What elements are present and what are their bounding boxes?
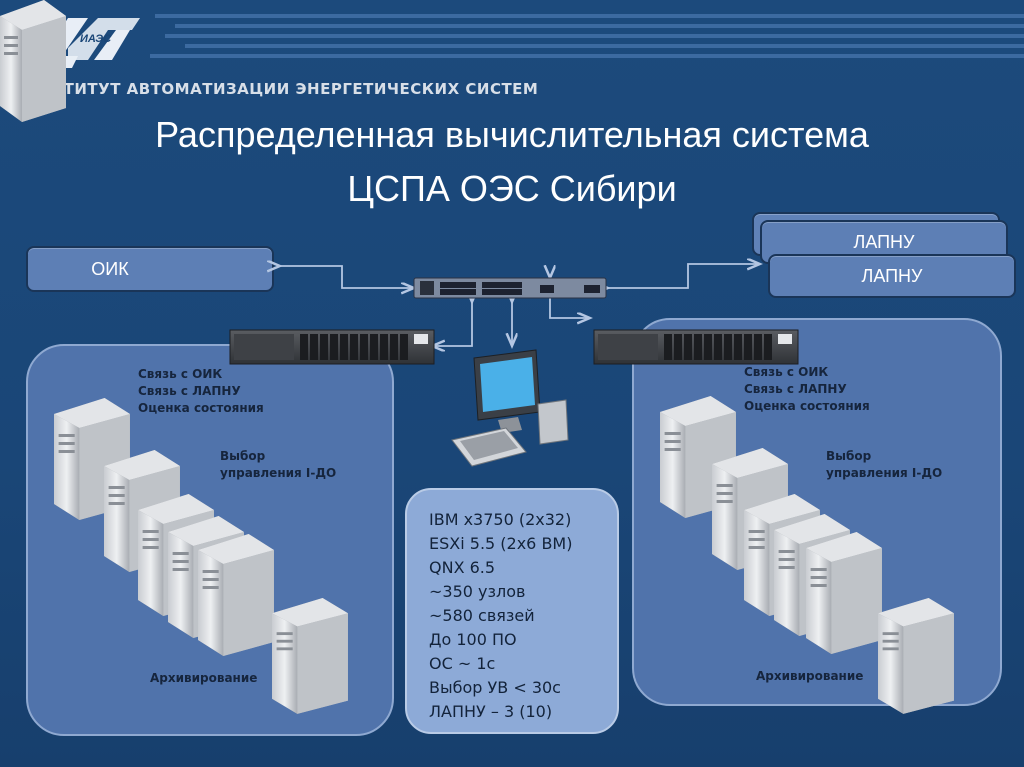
left-functions-label: Связь с ОИК Связь с ЛАПНУ Оценка состоян… <box>138 367 264 415</box>
switch-lapnu-arrow <box>606 264 758 288</box>
spec-line: ESXi 5.5 (2x6 ВМ) <box>429 534 573 553</box>
left-tower-server-icon <box>198 534 274 656</box>
spec-line: ОС ~ 1с <box>429 654 496 673</box>
left-control-label: Выбор управления I-ДО <box>220 449 337 480</box>
lapnu-front-box[interactable]: ЛАПНУ <box>768 254 1016 298</box>
lapnu-label: ЛАПНУ <box>861 266 923 286</box>
spec-line: ~350 узлов <box>429 582 526 601</box>
header-stripe <box>155 14 1024 18</box>
oik-switch-arrow <box>278 266 412 288</box>
right-archive-label: Архивирование <box>756 669 864 683</box>
specs-box: IBM x3750 (2x32) ESXi 5.5 (2x6 ВМ) QNX 6… <box>405 488 619 734</box>
logo-text: ИАЭС <box>80 33 112 45</box>
workstation-icon <box>451 349 569 467</box>
left-archive-server-icon <box>272 598 348 714</box>
spec-line: Выбор УВ < 30с <box>429 678 561 697</box>
slide-title-line2: ЦСПА ОЭС Сибири <box>347 168 677 209</box>
spec-line: ~580 связей <box>429 606 535 625</box>
lapnu-label: ЛАПНУ <box>853 232 915 252</box>
header-stripe <box>150 54 1024 58</box>
left-archive-label: Архивирование <box>150 671 258 685</box>
institute-name: ИНСТИТУТ АВТОМАТИЗАЦИИ ЭНЕРГЕТИЧЕСКИХ СИ… <box>26 80 539 98</box>
right-tower-server-icon <box>806 532 882 654</box>
spec-line: QNX 6.5 <box>429 558 496 577</box>
right-rack-server-icon <box>593 329 799 365</box>
header-stripe <box>165 34 1024 38</box>
switch-left-server-arrow <box>434 300 472 346</box>
connection-arrows <box>278 264 758 346</box>
oik-box[interactable]: ОИК <box>26 246 274 292</box>
right-archive-server-icon <box>878 598 954 714</box>
spec-line: ЛАПНУ – 3 (10) <box>429 702 553 721</box>
oik-label: ОИК <box>91 259 129 279</box>
spec-line: До 100 ПО <box>429 630 517 649</box>
header-stripe <box>175 24 1024 28</box>
right-functions-label: Связь с ОИК Связь с ЛАПНУ Оценка состоян… <box>744 365 870 413</box>
right-control-label: Выбор управления I-ДО <box>826 449 943 480</box>
network-switch-icon <box>413 277 607 299</box>
header-stripe <box>185 44 1024 48</box>
spec-line: IBM x3750 (2x32) <box>429 510 572 529</box>
slide-title-line1: Распределенная вычислительная система <box>155 114 869 155</box>
left-rack-server-icon <box>229 329 435 365</box>
